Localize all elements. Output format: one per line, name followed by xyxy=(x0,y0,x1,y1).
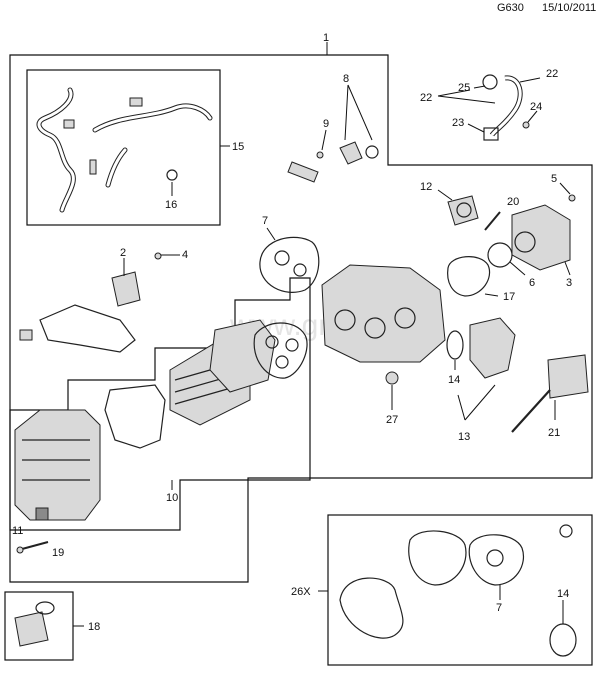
callout-26x: 26X xyxy=(291,586,311,598)
callout-1: 1 xyxy=(323,32,329,44)
egr-cooler-housing xyxy=(14,409,101,521)
hose-connector xyxy=(89,159,97,175)
leader-22-top xyxy=(519,77,541,83)
cooler-bracket xyxy=(35,507,49,521)
actuator-rod xyxy=(511,389,551,433)
hose-clip-top xyxy=(129,97,143,107)
cooler-gasket xyxy=(104,384,166,449)
callout-7-kit: 7 xyxy=(496,602,502,614)
nut-27 xyxy=(385,371,399,385)
leader-13 xyxy=(457,384,496,421)
kit-housing-gasket-7 xyxy=(468,534,524,586)
hose-clip-left xyxy=(63,119,75,129)
leader-12 xyxy=(437,189,453,201)
leader-17 xyxy=(484,293,499,297)
kit-three-hole-gasket xyxy=(408,530,467,586)
bolt-9 xyxy=(316,151,324,159)
callout-22-top: 22 xyxy=(546,68,558,80)
leader-3 xyxy=(564,261,571,276)
bolt-24 xyxy=(522,121,530,129)
diagram-code: G630 xyxy=(497,2,524,14)
callout-5: 5 xyxy=(551,173,557,185)
callout-25: 25 xyxy=(458,82,470,94)
callout-21: 21 xyxy=(548,427,560,439)
callout-17: 17 xyxy=(503,291,515,303)
callout-18: 18 xyxy=(88,621,100,633)
leader-24 xyxy=(527,110,538,123)
callout-9: 9 xyxy=(323,118,329,130)
sensor-2 xyxy=(111,271,141,307)
callout-10: 10 xyxy=(166,492,178,504)
callout-11: 11 xyxy=(12,525,23,537)
o-ring-6 xyxy=(487,242,513,268)
gasket-23 xyxy=(483,127,499,141)
bolt-5 xyxy=(568,194,576,202)
seal-14 xyxy=(446,330,464,360)
diagram-date: 15/10/2011 xyxy=(542,2,597,14)
leader-5 xyxy=(559,182,571,195)
leader-8 xyxy=(344,84,373,141)
cooler-flange xyxy=(209,319,276,393)
leader-7 xyxy=(266,227,276,241)
callout-6: 6 xyxy=(529,277,535,289)
leader-22-left xyxy=(437,89,496,104)
callout-27: 27 xyxy=(386,414,398,426)
coolant-outlet-13 xyxy=(469,317,516,379)
bracket-clip xyxy=(19,329,33,341)
callout-22-left: 22 xyxy=(420,92,432,104)
bolt-4 xyxy=(154,252,162,260)
leader-9 xyxy=(321,129,327,151)
actuator-21 xyxy=(547,354,589,399)
thermostat-housing xyxy=(321,264,446,363)
sensor-12 xyxy=(447,195,479,226)
callout-3: 3 xyxy=(566,277,572,289)
callout-4: 4 xyxy=(182,249,188,261)
coolant-hose-right xyxy=(92,103,213,133)
callout-14: 14 xyxy=(448,374,460,386)
gasket-17 xyxy=(447,256,491,297)
gasket-kit-box xyxy=(327,514,593,666)
kit-o-ring xyxy=(559,524,573,538)
bolt-19 xyxy=(21,541,49,550)
connector-18 xyxy=(14,611,49,647)
o-ring-8 xyxy=(365,145,379,159)
callout-12: 12 xyxy=(420,181,432,193)
leader-25 xyxy=(473,85,486,89)
sensor-8 xyxy=(339,141,363,165)
callout-14-kit: 14 xyxy=(557,588,569,600)
callout-13: 13 xyxy=(458,431,470,443)
egr-cooler-outline xyxy=(9,277,311,531)
kit-seal-14 xyxy=(549,623,577,657)
hose-clamp xyxy=(166,169,178,181)
kit-cooler-gasket xyxy=(339,577,404,639)
mounting-bracket xyxy=(39,304,136,353)
egr-valve-3 xyxy=(511,204,571,271)
flange-gasket xyxy=(253,322,308,379)
callout-20: 20 xyxy=(507,196,519,208)
callout-8: 8 xyxy=(343,73,349,85)
callout-15: 15 xyxy=(232,141,244,153)
callout-2: 2 xyxy=(120,247,126,259)
callout-7: 7 xyxy=(262,215,268,227)
main-assembly-outline xyxy=(9,54,593,583)
leader-23 xyxy=(467,123,485,133)
callout-16: 16 xyxy=(165,199,177,211)
o-ring-25 xyxy=(482,74,498,90)
temperature-sensor xyxy=(287,161,319,183)
callout-23: 23 xyxy=(452,117,464,129)
leader-6 xyxy=(509,261,526,276)
hose-kit-box xyxy=(26,69,221,226)
callout-19: 19 xyxy=(52,547,64,559)
callout-24: 24 xyxy=(530,101,542,113)
bolt-20 xyxy=(484,211,501,231)
housing-gasket-7 xyxy=(259,236,320,293)
